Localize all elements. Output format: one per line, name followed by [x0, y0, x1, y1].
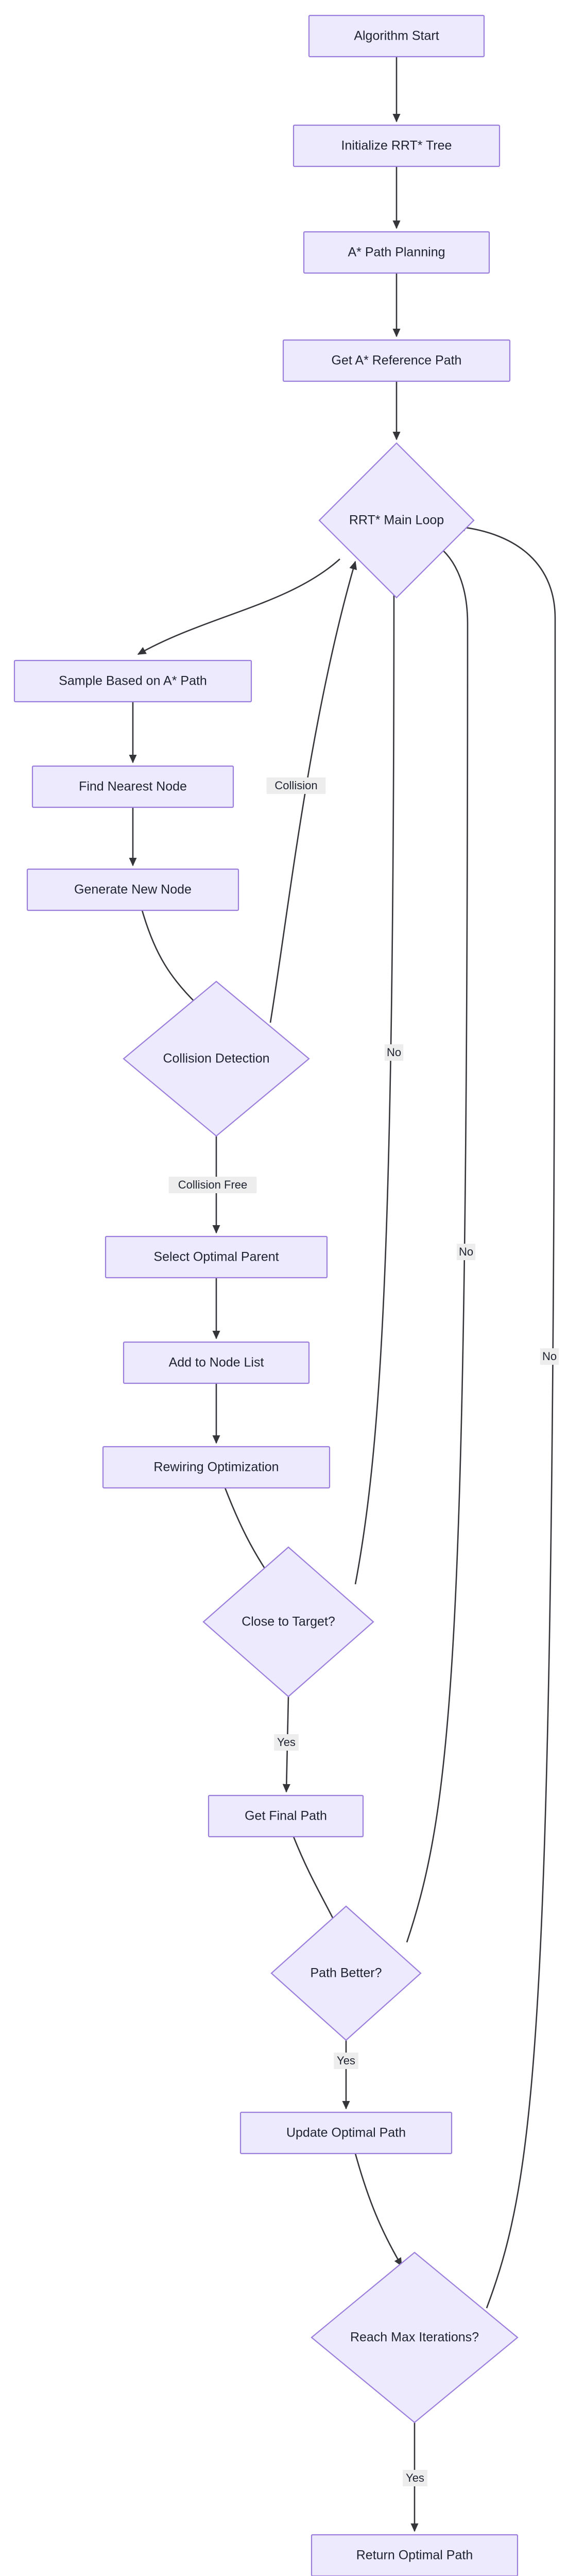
node-collision[interactable]: Collision Detection — [123, 980, 310, 1137]
node-label-start: Algorithm Start — [354, 29, 439, 43]
node-pathbetter[interactable]: Path Better? — [270, 1905, 422, 2041]
node-closetgt[interactable]: Close to Target? — [202, 1546, 374, 1698]
node-sample[interactable]: Sample Based on A* Path — [13, 659, 252, 703]
node-shape-rect — [282, 339, 511, 382]
edge-label-text: Yes — [406, 2471, 424, 2484]
edge-label-bg — [540, 1348, 559, 1365]
node-shape-rect — [105, 1235, 328, 1279]
node-shape-rect — [308, 14, 485, 58]
edge-label-text: Collision — [274, 779, 317, 792]
node-label-astar: A* Path Planning — [348, 245, 445, 260]
edge-label-text: No — [459, 1245, 473, 1258]
node-shape-diamond — [318, 442, 475, 599]
edge-rewire-to-closetgt — [224, 1487, 273, 1580]
edge-collision-to-mainloop — [269, 561, 357, 1023]
node-finalpath[interactable]: Get Final Path — [208, 1794, 364, 1838]
edge-newnode-to-collision — [141, 910, 203, 1010]
edge-label-e20: No — [540, 1348, 559, 1365]
node-label-mainloop: RRT* Main Loop — [349, 513, 444, 528]
node-label-addnode: Add to Node List — [169, 1355, 264, 1370]
node-label-updatepath: Update Optimal Path — [286, 2126, 406, 2140]
node-parent[interactable]: Select Optimal Parent — [105, 1235, 328, 1279]
node-shape-rect — [102, 1446, 331, 1489]
edge-label-bg — [384, 1044, 404, 1061]
node-shape-rect — [123, 1341, 310, 1384]
node-rewire[interactable]: Rewiring Optimization — [102, 1446, 331, 1489]
edge-label-e17: No — [456, 1244, 476, 1260]
node-label-nearest: Find Nearest Node — [79, 779, 187, 794]
node-newnode[interactable]: Generate New Node — [26, 868, 239, 911]
node-label-parent: Select Optimal Parent — [153, 1250, 279, 1264]
node-label-pathbetter: Path Better? — [311, 1966, 382, 1980]
node-addnode[interactable]: Add to Node List — [123, 1341, 310, 1384]
edge-pathbetter-to-mainloop — [406, 541, 469, 1943]
node-shape-diamond — [202, 1546, 374, 1698]
node-label-maxiter: Reach Max Iterations? — [350, 2330, 479, 2345]
node-shape-rect — [311, 2534, 519, 2576]
node-label-finalpath: Get Final Path — [245, 1809, 327, 1823]
edge-closetgt-to-mainloop — [354, 537, 423, 1585]
node-label-collision: Collision Detection — [163, 1052, 269, 1066]
node-maxiter[interactable]: Reach Max Iterations? — [311, 2251, 519, 2424]
node-refpath[interactable]: Get A* Reference Path — [282, 339, 511, 382]
node-shape-rect — [292, 124, 501, 167]
node-label-returnpath: Return Optimal Path — [356, 2548, 473, 2563]
edge-label-e14: No — [384, 1044, 404, 1061]
node-label-refpath: Get A* Reference Path — [332, 353, 462, 368]
edge-label-bg — [266, 777, 326, 794]
edge-maxiter-to-mainloop — [456, 523, 556, 2309]
node-label-closetgt: Close to Target? — [242, 1615, 335, 1629]
node-shape-rect — [13, 659, 252, 703]
node-shape-rect — [26, 868, 239, 911]
node-returnpath[interactable]: Return Optimal Path — [311, 2534, 519, 2576]
node-shape-diamond — [270, 1905, 422, 2041]
edge-label-text: Collision Free — [178, 1178, 248, 1191]
edge-label-bg — [274, 1734, 299, 1751]
edges-layer — [129, 57, 556, 2532]
edge-label-e15: Yes — [274, 1734, 299, 1751]
node-astar[interactable]: A* Path Planning — [303, 231, 490, 274]
node-shape-rect — [239, 2111, 453, 2155]
edge-label-e18: Yes — [334, 2053, 358, 2069]
node-shape-rect — [303, 231, 490, 274]
node-shape-rect — [208, 1794, 364, 1838]
edge-label-text: No — [387, 1046, 401, 1059]
edge-finalpath-to-pathbetter — [292, 1836, 338, 1928]
edge-label-text: Yes — [277, 1736, 296, 1749]
edge-label-text: No — [542, 1350, 557, 1363]
edge-label-e9: Collision — [266, 777, 326, 794]
node-start[interactable]: Algorithm Start — [308, 14, 485, 58]
edge-label-e10: Collision Free — [168, 1177, 257, 1193]
edge-label-text: Yes — [337, 2054, 355, 2067]
edge-label-bg — [334, 2053, 358, 2069]
edge-label-bg — [456, 1244, 476, 1260]
node-label-rewire: Rewiring Optimization — [153, 1460, 279, 1475]
node-init[interactable]: Initialize RRT* Tree — [292, 124, 501, 167]
edge-label-e21: Yes — [403, 2470, 427, 2486]
node-nearest[interactable]: Find Nearest Node — [31, 765, 234, 808]
node-shape-diamond — [123, 980, 310, 1137]
edge-mainloop-to-sample — [137, 558, 340, 655]
node-shape-diamond — [311, 2251, 519, 2424]
node-label-newnode: Generate New Node — [74, 883, 192, 897]
edge-label-bg — [168, 1177, 257, 1193]
node-mainloop[interactable]: RRT* Main Loop — [318, 442, 475, 599]
node-shape-rect — [31, 765, 234, 808]
node-label-init: Initialize RRT* Tree — [341, 139, 452, 153]
edge-label-bg — [403, 2470, 427, 2486]
node-updatepath[interactable]: Update Optimal Path — [239, 2111, 453, 2155]
node-label-sample: Sample Based on A* Path — [59, 674, 207, 688]
edge-updatepath-to-maxiter — [354, 2153, 403, 2267]
